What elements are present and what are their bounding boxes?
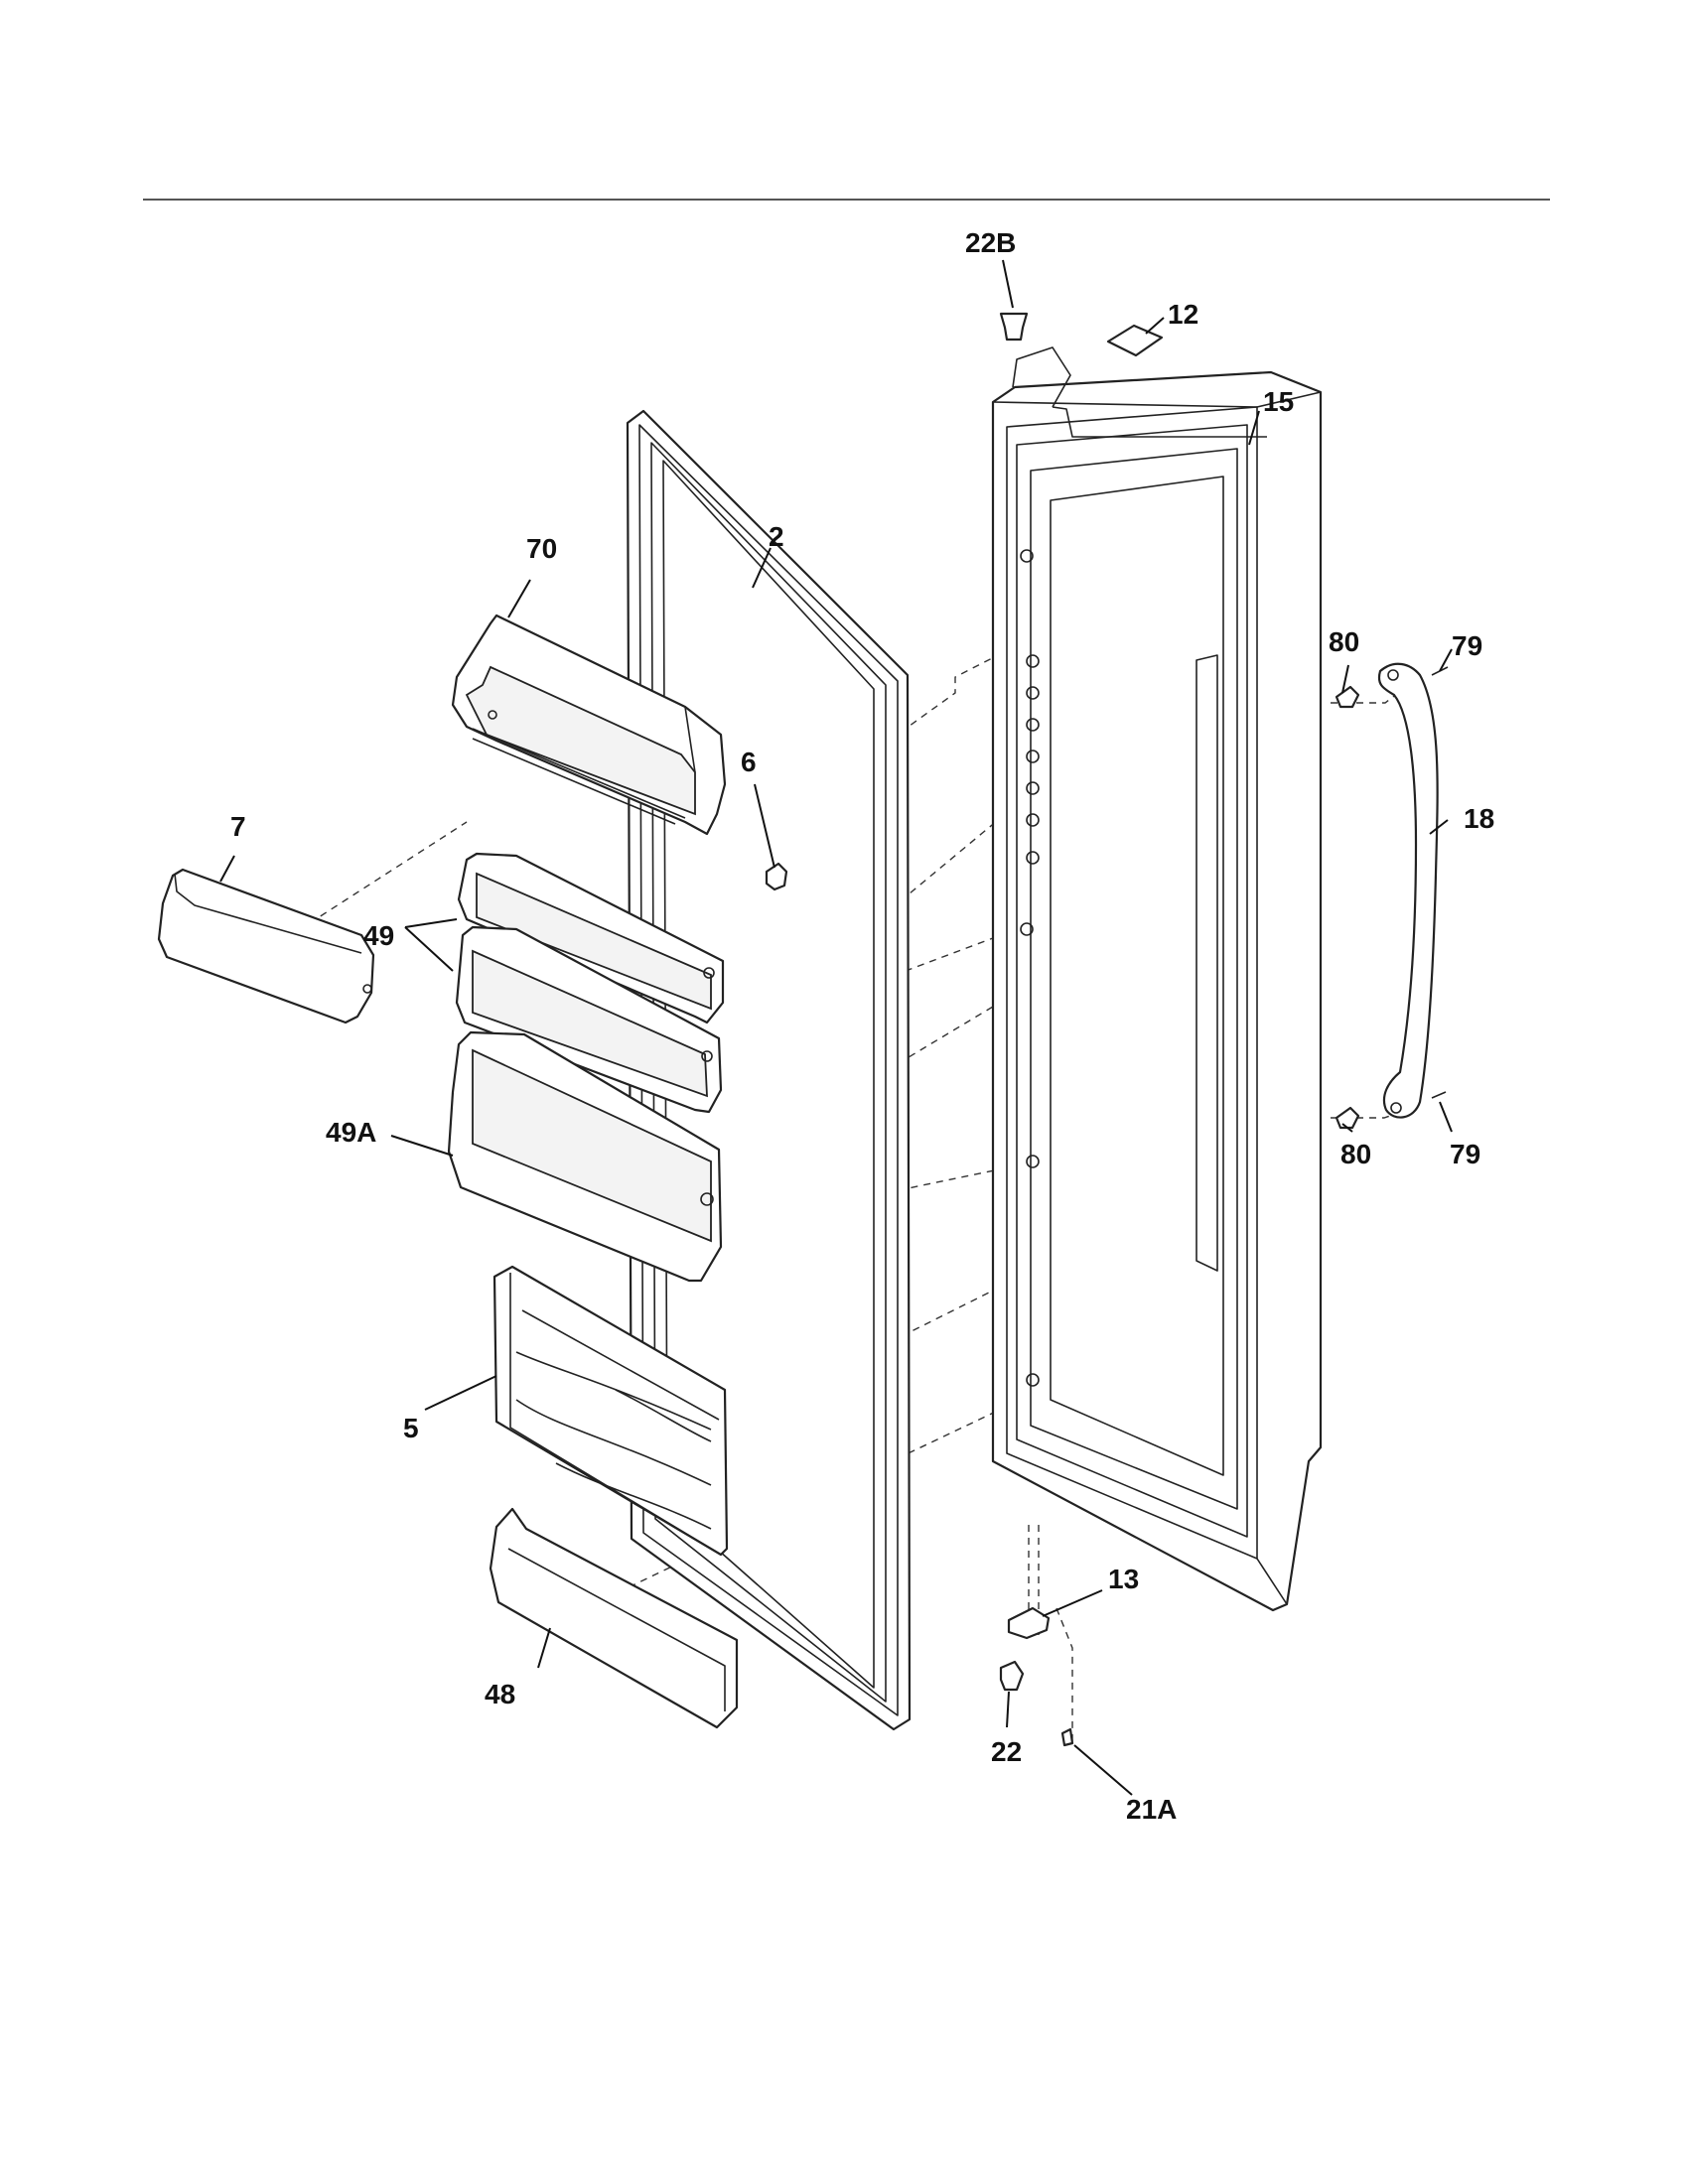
label-49: 49 <box>363 920 394 951</box>
bottom-door-bin <box>489 1507 739 1729</box>
door-handle <box>1377 662 1439 1119</box>
label-70: 70 <box>526 533 557 564</box>
label-13: 13 <box>1108 1564 1139 1594</box>
label-18: 18 <box>1464 803 1494 834</box>
leader-lines <box>219 259 1453 1796</box>
door-outer-panel <box>991 346 1323 1612</box>
shelf-clip <box>765 862 788 891</box>
part-labels: 22B 12 15 70 2 6 7 49 49A 5 48 80 79 18 … <box>230 227 1494 1825</box>
hinge-pin-cover <box>999 312 1029 341</box>
hinge-screw <box>1060 1727 1074 1747</box>
label-21a: 21A <box>1126 1794 1177 1825</box>
hinge-bushing <box>999 1660 1025 1692</box>
bottle-rack <box>492 1265 729 1557</box>
label-7: 7 <box>230 811 246 842</box>
label-80-lower: 80 <box>1340 1139 1371 1169</box>
handle-mount-studs <box>1335 685 1360 1130</box>
door-bin-large <box>447 1030 723 1283</box>
label-49a: 49A <box>326 1117 376 1148</box>
label-plate <box>1106 324 1164 357</box>
door-bin-upper <box>457 852 725 1024</box>
label-79-lower: 79 <box>1450 1139 1480 1169</box>
lower-hinge-bracket <box>1007 1606 1051 1640</box>
label-79-upper: 79 <box>1452 630 1482 661</box>
label-80-upper: 80 <box>1329 626 1359 657</box>
label-22b: 22B <box>965 227 1016 258</box>
door-shelf-studs <box>1020 549 1040 1387</box>
label-5: 5 <box>403 1413 419 1443</box>
label-2: 2 <box>769 521 784 552</box>
label-48: 48 <box>485 1679 515 1709</box>
upper-door-bin <box>451 614 727 836</box>
label-22: 22 <box>991 1736 1022 1767</box>
label-12: 12 <box>1168 299 1198 330</box>
label-15: 15 <box>1263 386 1294 417</box>
door-bin-lower <box>455 925 723 1114</box>
dairy-door-cover <box>157 868 375 1024</box>
label-6: 6 <box>741 747 757 777</box>
